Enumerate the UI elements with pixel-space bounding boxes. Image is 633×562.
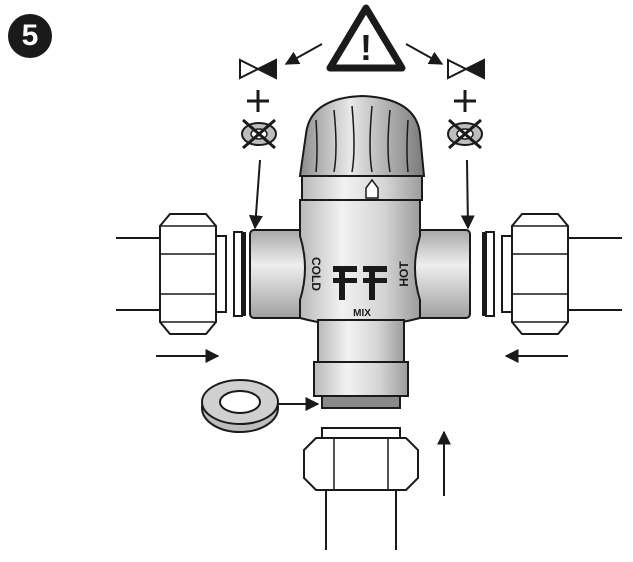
cold-label: COLD [309,257,323,291]
cold-supply-pipe [116,237,166,311]
cold-compression-nut [159,213,246,335]
hot-supply-pipe [568,237,622,311]
plus-icon [247,90,269,112]
mix-label: MIX [353,308,371,319]
indicator-icon [365,178,379,199]
no-strainer-icon [447,118,483,150]
warning-symbol: ! [360,27,372,68]
arrow-icon [460,159,475,230]
arrow-icon [248,159,263,230]
mix-logo-icon [333,266,387,300]
step-number-badge: 5 [8,14,52,58]
arrow-icon [405,43,444,65]
mixed-outlet-pipe [325,490,397,550]
hot-compression-nut [482,213,569,335]
outlet-compression-nut [303,427,419,491]
sealing-washer [201,379,279,433]
mixing-valve-body: MIX COLD HOT [249,199,471,409]
gate-valve-icon [447,58,485,80]
no-strainer-icon [241,118,277,150]
hot-label: HOT [397,261,411,287]
gate-valve-icon [239,58,277,80]
warning-triangle-icon: ! [326,4,406,72]
arrow-icon [284,43,323,65]
temperature-knob [298,94,426,201]
plus-icon [454,90,476,112]
